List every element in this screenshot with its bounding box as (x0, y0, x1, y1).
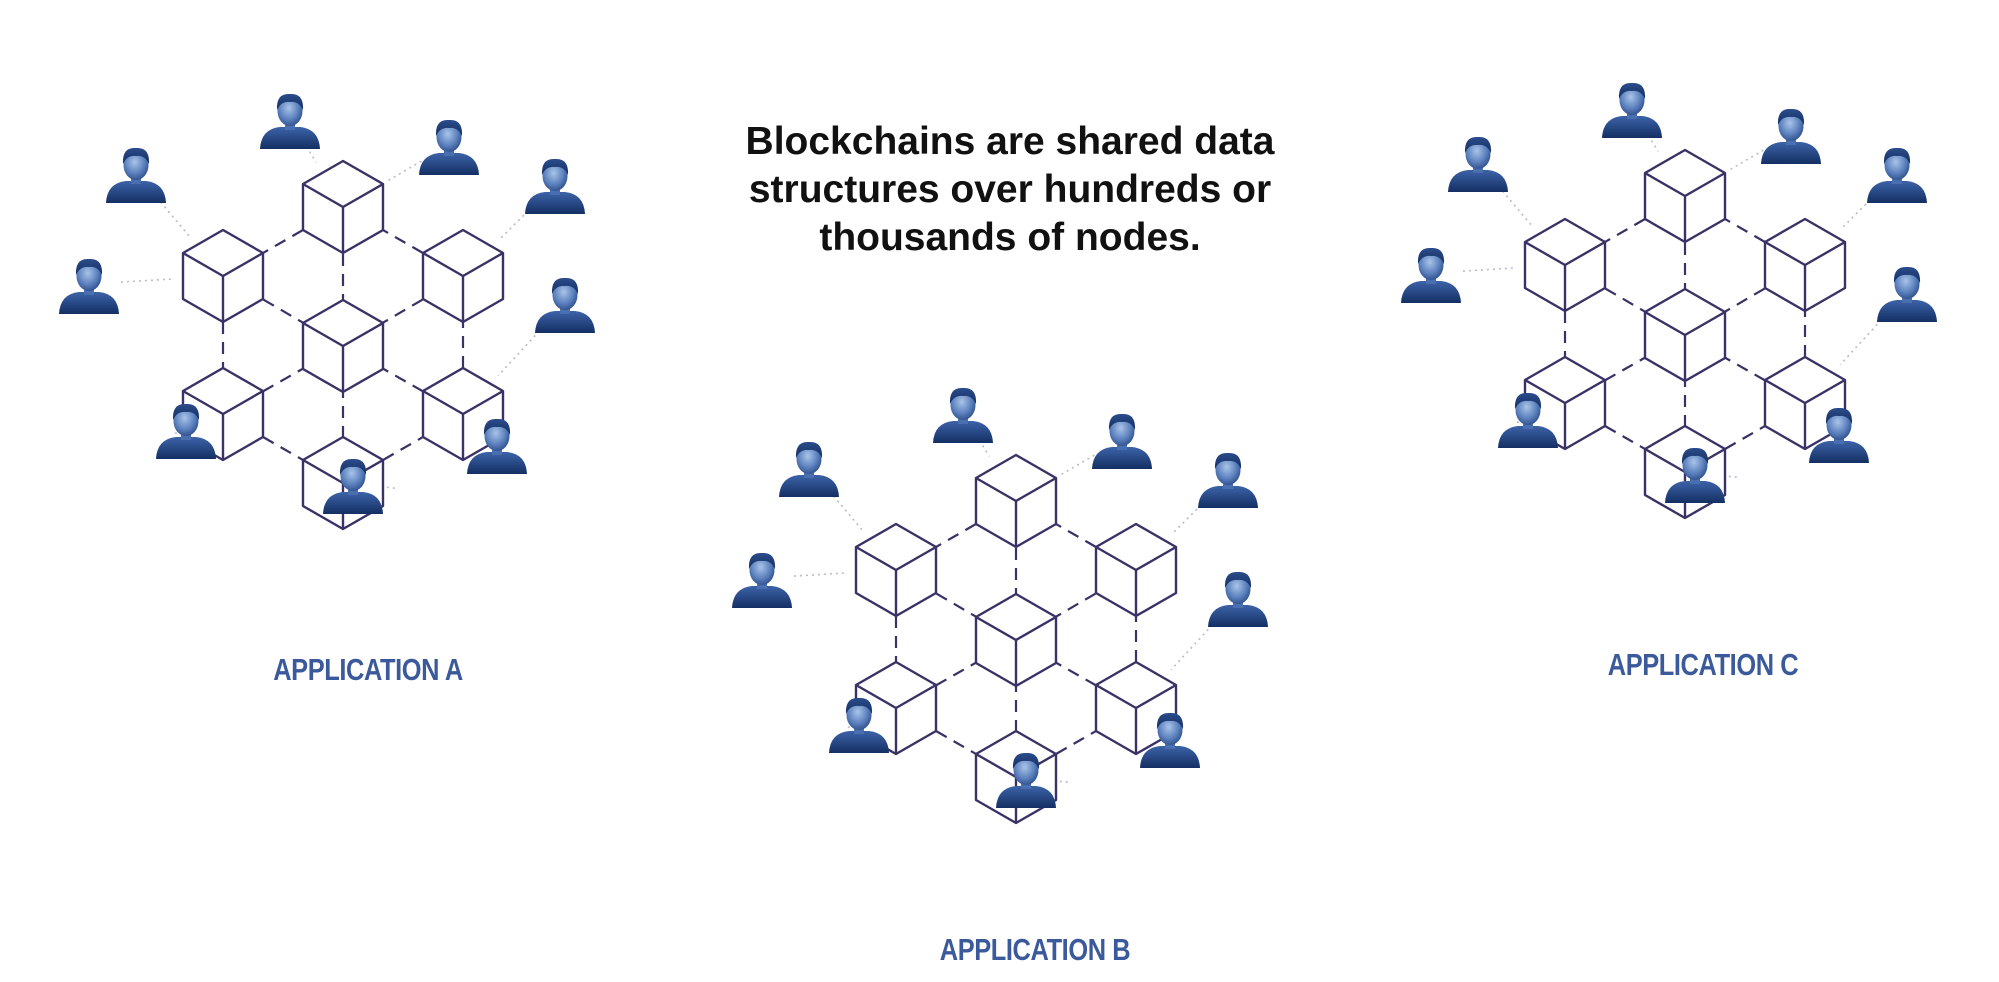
headline: Blockchains are shared data structures o… (720, 118, 1300, 262)
application-a-label: APPLICATION A (273, 652, 463, 687)
user-icon (1198, 452, 1258, 508)
headline-line-1: Blockchains are shared data (745, 120, 1275, 163)
user-icon (1448, 136, 1508, 192)
user-icon (467, 418, 527, 474)
cube-icon (1523, 355, 1607, 451)
application-b-label: APPLICATION B (939, 932, 1131, 967)
user-icon (106, 147, 166, 203)
user-icon (1092, 413, 1152, 469)
user-icon (1809, 407, 1869, 463)
user-icon (535, 277, 595, 333)
user-icon (156, 403, 216, 459)
user-icon (779, 441, 839, 497)
user-icon (1140, 712, 1200, 768)
headline-line-3: thousands of nodes. (819, 216, 1201, 259)
cube-icon (421, 228, 505, 324)
cube-icon (1523, 217, 1607, 313)
cube-icon (181, 228, 265, 324)
node-link (120, 278, 172, 283)
user-icon (59, 258, 119, 314)
cube-icon (974, 592, 1058, 688)
user-icon (1665, 447, 1725, 503)
application-b-network (732, 387, 1268, 825)
user-icon (1602, 82, 1662, 138)
cube-icon (854, 522, 938, 618)
node-link (1839, 315, 1886, 366)
user-icon (323, 458, 383, 514)
user-icon (260, 93, 320, 149)
cube-icon (1094, 522, 1178, 618)
user-icon (419, 119, 479, 175)
user-icon (1867, 147, 1927, 203)
user-icon (829, 697, 889, 753)
cube-icon (1763, 217, 1847, 313)
user-icon (933, 387, 993, 443)
application-c-network (1401, 82, 1937, 520)
node-link (1729, 149, 1764, 171)
application-a-network (59, 93, 595, 531)
node-link (793, 572, 845, 577)
cube-icon (181, 366, 265, 462)
user-icon (1401, 247, 1461, 303)
cube-icon (854, 660, 938, 756)
node-link (1462, 267, 1514, 272)
user-icon (1498, 392, 1558, 448)
node-link (1498, 185, 1533, 226)
cube-icon (421, 366, 505, 462)
node-link (497, 326, 544, 377)
user-icon (996, 752, 1056, 808)
user-icon (1208, 571, 1268, 627)
node-link (387, 160, 422, 182)
cube-icon (1643, 287, 1727, 383)
node-link (829, 490, 864, 531)
cube-icon (1763, 355, 1847, 451)
node-link (1060, 454, 1095, 476)
cube-icon (1643, 148, 1727, 244)
node-link (156, 196, 191, 237)
cube-icon (301, 159, 385, 255)
user-icon (732, 552, 792, 608)
application-c-label: APPLICATION C (1607, 647, 1799, 682)
user-icon (525, 158, 585, 214)
cube-icon (974, 453, 1058, 549)
user-icon (1761, 108, 1821, 164)
headline-line-2: structures over hundreds or (748, 168, 1272, 211)
cube-icon (1094, 660, 1178, 756)
user-icon (1877, 266, 1937, 322)
node-link (1170, 620, 1217, 671)
cube-icon (301, 298, 385, 394)
